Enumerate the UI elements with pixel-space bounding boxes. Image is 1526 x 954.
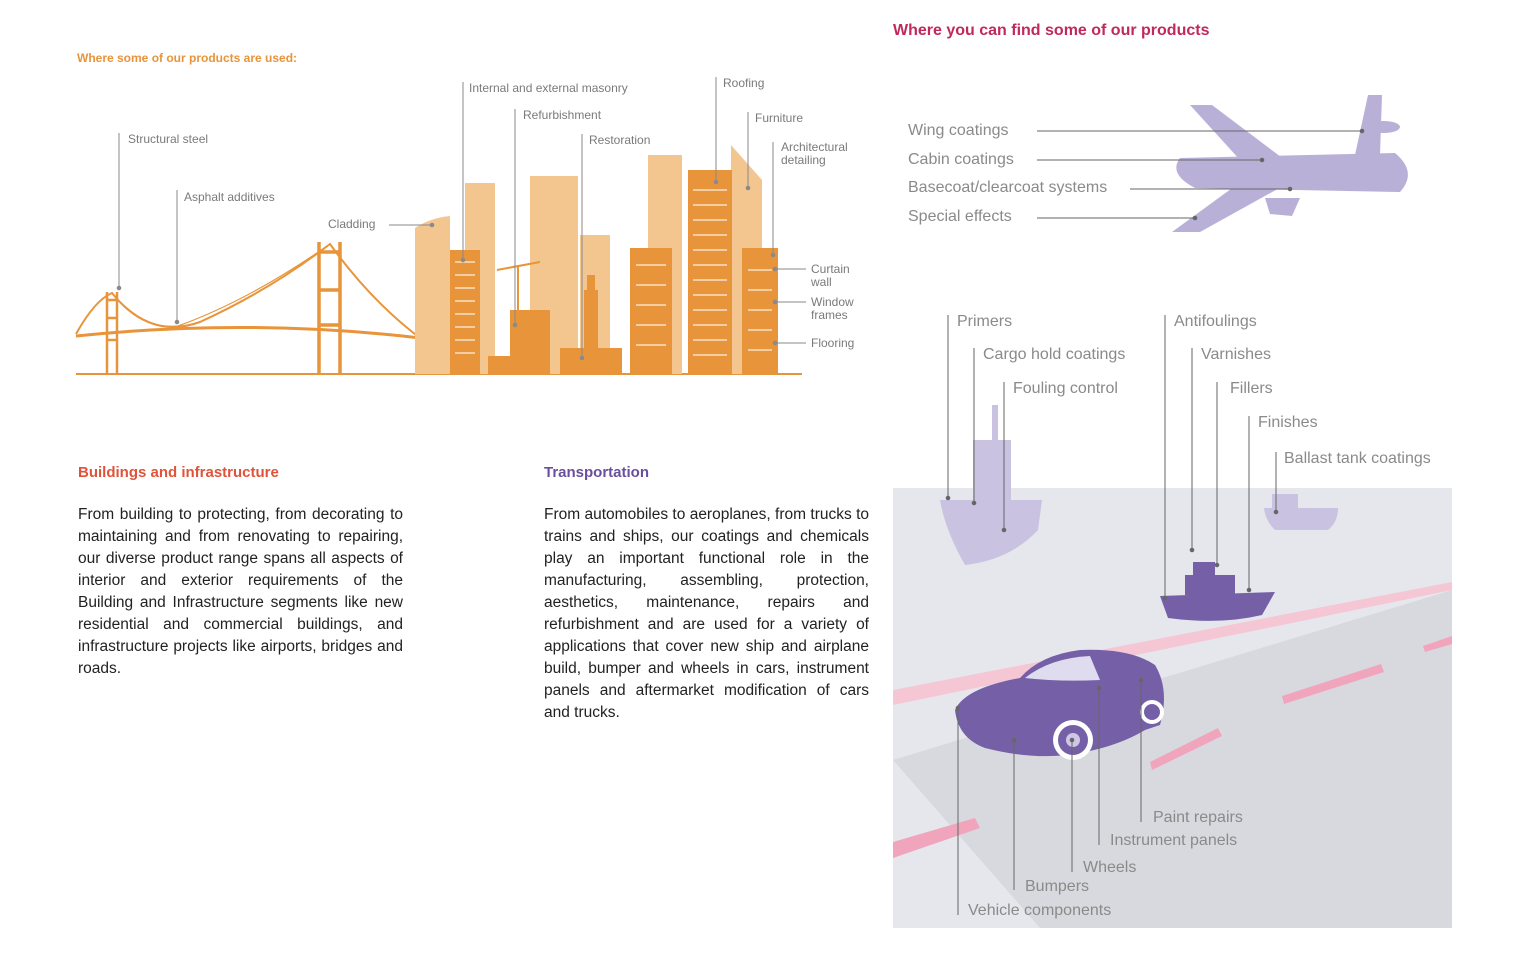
label-basecoat: Basecoat/clearcoat systems [908,179,1108,196]
bridge-deck [75,325,421,340]
car-leader-lines [955,677,1144,915]
left-heading: Where some of our products are used: [77,51,298,65]
label-wheels: Wheels [1083,859,1137,876]
buildings-body: From building to protecting, from decora… [78,506,403,677]
label-window-frames: Window frames [811,295,854,322]
left-leader-lines [116,77,806,361]
car [955,649,1164,760]
airplane [1172,95,1408,232]
ship-leader-lines [945,315,1279,601]
label-restoration: Restoration [589,133,651,147]
label-curtain-wall: Curtain wall [811,262,850,289]
label-wing-coatings: Wing coatings [908,122,1009,139]
city-buildings-dark [450,170,778,374]
label-fouling-control: Fouling control [1013,380,1118,397]
label-finishes: Finishes [1258,414,1318,431]
label-cabin-coatings: Cabin coatings [908,151,1014,168]
label-roofing: Roofing [723,76,765,90]
bridge-tower-right [317,242,342,374]
label-masonry: Internal and external masonry [469,81,628,95]
airplane-leader-lines [1037,128,1365,221]
crane [496,261,541,330]
label-refurbishment: Refurbishment [523,108,602,122]
label-asphalt-additives: Asphalt additives [184,190,275,204]
label-varnishes: Varnishes [1201,346,1271,363]
label-vehicle-components: Vehicle components [968,902,1112,919]
label-bumpers: Bumpers [1025,878,1090,895]
label-architectural-detailing: Architectural detailing [781,140,848,167]
label-fillers: Fillers [1230,380,1273,397]
label-furniture: Furniture [755,111,804,125]
fishing-ship [940,405,1042,565]
bridge-cable-1 [75,242,421,339]
transportation-body: From automobiles to aeroplanes, from tru… [544,506,869,721]
car-window [1025,656,1100,681]
buildings-title: Buildings and infrastructure [78,464,279,481]
label-instrument-panels: Instrument panels [1110,832,1238,849]
label-cladding: Cladding [328,217,376,231]
yacht [1160,562,1275,621]
distant-ship [1264,494,1338,530]
bridge-tower-left [105,292,119,374]
label-structural-steel: Structural steel [128,132,209,146]
label-cargo-hold: Cargo hold coatings [983,346,1126,363]
label-flooring: Flooring [811,336,855,350]
bridge-cable-2 [111,243,331,327]
transportation-title: Transportation [544,464,650,481]
label-special-effects: Special effects [908,208,1012,225]
label-antifoulings: Antifoulings [1174,313,1257,330]
right-heading: Where you can find some of our products [893,22,1210,39]
label-primers: Primers [957,313,1013,330]
label-paint-repairs: Paint repairs [1153,809,1243,826]
label-ballast: Ballast tank coatings [1284,450,1431,467]
